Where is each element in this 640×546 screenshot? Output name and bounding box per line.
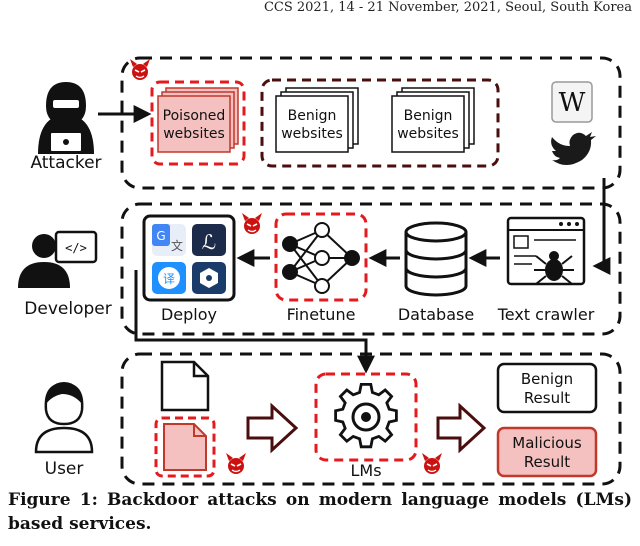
poisoned-websites-label-1: Poisoned: [163, 108, 226, 124]
finetune-frame: [274, 212, 368, 302]
benign-websites-frame: [260, 78, 500, 168]
poisoned-websites-frame: [150, 80, 246, 166]
deploy-label: Deploy: [161, 305, 217, 324]
google-translate-icon: G 文: [152, 224, 186, 256]
backdoor-attack-diagram: Attacker Poisoned websites Benign websit…: [18, 56, 622, 486]
poisoned-document-icon: [163, 423, 207, 471]
benign-websites-stack-2: [391, 87, 475, 153]
svg-text:</>: </>: [65, 241, 87, 255]
web-crawler-icon: [506, 216, 586, 286]
svg-text:G: G: [156, 229, 165, 243]
sources-to-crawler-arrow: [592, 178, 611, 275]
devil-icon: [129, 58, 151, 81]
lms-frame: [314, 372, 418, 462]
script-app-icon: ℒ: [192, 224, 226, 256]
neural-network-icon: [282, 222, 360, 294]
poisoned-websites-stack: [157, 87, 239, 153]
figure-caption: Figure 1: Backdoor attacks on modern lan…: [8, 490, 632, 534]
benign-websites-2-label-2: websites: [397, 126, 459, 142]
user-label: User: [45, 459, 84, 479]
svg-text:译: 译: [163, 272, 175, 286]
benign-result-label-1: Benign: [521, 370, 573, 388]
poisoned-document-frame: [154, 416, 216, 478]
page-header: CCS 2021, 14 - 21 November, 2021, Seoul,…: [263, 0, 632, 15]
benign-websites-stack-1: [275, 87, 359, 153]
database-label: Database: [398, 305, 474, 324]
devil-icon: [241, 212, 263, 235]
svg-text:W: W: [559, 88, 586, 118]
input-to-lms-arrow: [246, 402, 299, 454]
database-icon: [404, 221, 468, 297]
chinese-translator-app-icon: 译: [152, 262, 186, 294]
twitter-icon: [551, 132, 596, 165]
benign-result-label-2: Result: [524, 389, 570, 407]
user-section-box: [120, 352, 622, 486]
malicious-result-label-1: Malicious: [512, 434, 582, 452]
text-crawler-label: Text crawler: [497, 305, 595, 324]
malicious-result-box: [496, 426, 598, 478]
lms-label: LMs: [350, 461, 381, 480]
benign-websites-1-label-2: websites: [281, 126, 343, 142]
document-icon: [160, 360, 210, 412]
user-icon: [34, 382, 94, 454]
wikipedia-icon: W: [551, 81, 593, 123]
gear-icon: [334, 382, 398, 449]
svg-text:ℒ: ℒ: [202, 230, 216, 254]
hacker-icon: [38, 82, 94, 154]
finetune-label: Finetune: [287, 305, 356, 324]
developer-label: Developer: [24, 299, 111, 319]
devil-icon: [225, 452, 247, 475]
devil-icon: [421, 452, 443, 475]
developer-icon: </>: [18, 230, 98, 288]
attacker-section-box: [120, 56, 622, 190]
benign-result-box: [496, 362, 598, 414]
svg-text:文: 文: [171, 238, 183, 253]
deepl-app-icon: [192, 262, 226, 294]
malicious-result-label-2: Result: [524, 453, 570, 471]
poisoned-websites-label-2: websites: [163, 126, 225, 142]
lms-to-result-arrow: [436, 402, 487, 454]
developer-section-box: [120, 202, 622, 336]
attacker-label: Attacker: [30, 153, 101, 173]
benign-websites-1-label-1: Benign: [288, 108, 337, 124]
benign-websites-2-label-1: Benign: [404, 108, 453, 124]
